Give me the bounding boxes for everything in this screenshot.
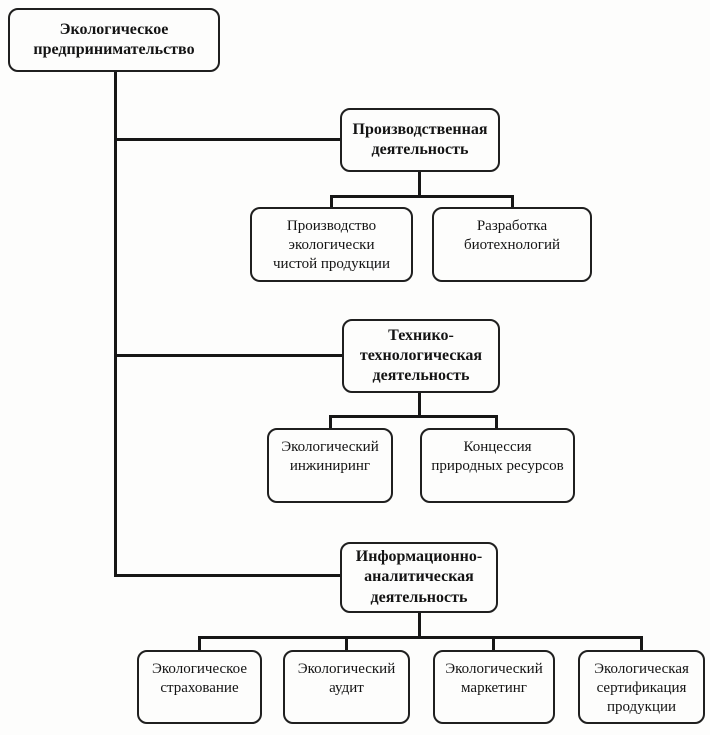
connector-branch2-horizontal	[114, 354, 342, 357]
node-branch-informational: Информационно- аналитическая деятельност…	[340, 542, 498, 613]
connector-branch3-drop2	[345, 636, 348, 651]
connector-branch1-stem	[418, 172, 421, 198]
connector-branch1-drop2	[511, 195, 514, 208]
connector-branch1-rail	[330, 195, 514, 198]
connector-branch1-drop1	[330, 195, 333, 208]
node-leaf-insurance: Экологическое страхование	[137, 650, 262, 724]
connector-branch1-horizontal	[114, 138, 340, 141]
connector-branch3-drop4	[640, 636, 643, 651]
connector-branch3-drop3	[492, 636, 495, 651]
connector-branch3-rail	[198, 636, 643, 639]
connector-branch3-drop1	[198, 636, 201, 651]
connector-branch3-stem	[418, 613, 421, 639]
node-leaf-audit: Экологический аудит	[283, 650, 410, 724]
node-leaf-certification: Экологическая сертификация продукции	[578, 650, 705, 724]
node-root: Экологическое предпринимательство	[8, 8, 220, 72]
node-leaf-marketing: Экологический маркетинг	[433, 650, 555, 724]
node-leaf-concession: Концессия природных ресурсов	[420, 428, 575, 503]
node-branch-technical: Технико- технологическая деятельность	[342, 319, 500, 393]
connector-branch2-stem	[418, 393, 421, 418]
connector-branch2-drop2	[495, 415, 498, 429]
node-branch-production: Производственная деятельность	[340, 108, 500, 172]
connector-branch3-horizontal	[114, 574, 340, 577]
node-leaf-biotech: Разработка биотехнологий	[432, 207, 592, 282]
connector-trunk-vertical	[114, 72, 117, 577]
node-leaf-clean-production: Производство экологически чистой продукц…	[250, 207, 413, 282]
node-leaf-engineering: Экологический инжиниринг	[267, 428, 393, 503]
connector-branch2-drop1	[329, 415, 332, 429]
connector-branch2-rail	[329, 415, 498, 418]
